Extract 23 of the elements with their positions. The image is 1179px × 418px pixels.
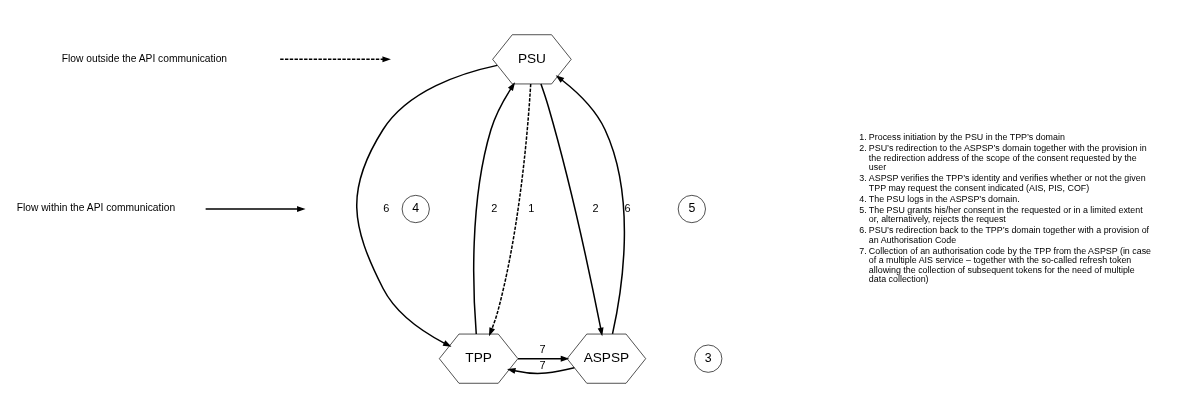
edge-label: 2 xyxy=(592,201,599,214)
legend-label: Flow within the API communication xyxy=(16,202,176,214)
edge-label: 6 xyxy=(383,201,390,214)
label: Collection of an authorisation code by the TPP from the ASPSP (in case of a multiple AIS service – together with the so-called refresh token allowing the collection of subsequent tokens for the need of multiple data collection) xyxy=(868,245,1152,285)
label: 2. xyxy=(859,143,867,154)
label: PSU’s redirection to the ASPSP’s domain together with the provision in the redirection address of the scope of the consent requested by the user xyxy=(868,143,1147,173)
label: PSU’s redirection back to the TPP’s domain together with a provision of an Authorisation Code xyxy=(868,225,1150,245)
label: The PSU grants his/her consent in the requested or in a limited extent or, alternatively, rejects the request xyxy=(868,204,1143,225)
legend-label: Flow outside the API communication xyxy=(61,52,228,64)
label: 3. xyxy=(859,173,867,184)
label: 5. xyxy=(859,204,867,215)
label: 6. xyxy=(859,225,867,236)
edge-label: 6 xyxy=(624,201,631,214)
label: 1. xyxy=(859,132,867,143)
edge-label: 7 xyxy=(539,359,546,372)
label: 7. xyxy=(859,245,867,256)
label: 4. xyxy=(859,193,867,204)
edge-label: 7 xyxy=(539,343,546,356)
label: ASPSP verifies the TPP’s identity and verifies whether or not the given TPP may request the consent indicated (AIS, PIS, COF) xyxy=(868,173,1146,193)
edge-label: 1 xyxy=(528,201,535,214)
edge-label: 2 xyxy=(491,201,498,214)
label: The PSU logs in the ASPSP’s domain. xyxy=(868,193,1020,204)
label: Process initiation by the PSU in the TPP’s domain xyxy=(868,132,1065,143)
